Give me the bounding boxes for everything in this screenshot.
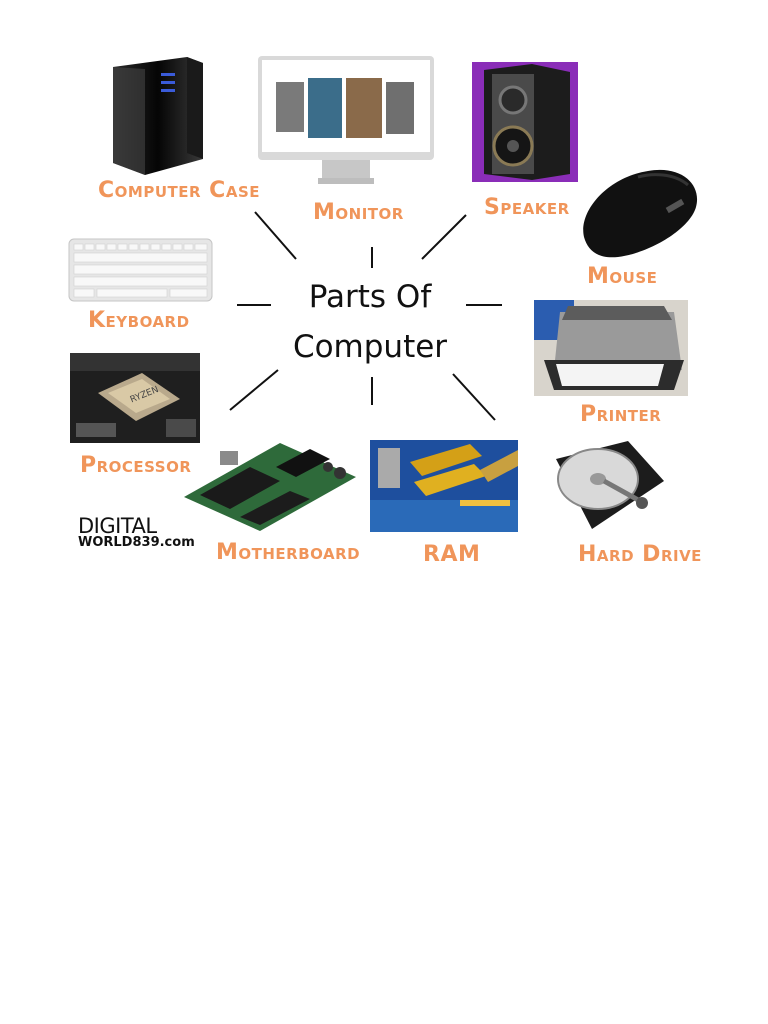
printer-image [534,300,688,396]
title-line-1: Parts Of [308,279,432,315]
motherboard-image [184,443,356,531]
diagram-title: Parts Of Computer [270,272,470,372]
connector-speaker [421,214,467,260]
label-motherboard: Motherboard [216,540,361,565]
label-computer-case: Computer Case [98,178,260,203]
hard-drive-image [556,441,664,529]
label-speaker: Speaker [484,195,570,220]
watermark-logo: DIGITAL WORLD839.com [78,516,195,550]
processor-image: RYZEN [70,353,200,443]
watermark-line-1: DIGITAL [78,514,157,538]
label-monitor: Monitor [313,200,404,225]
mouse-image [583,169,698,258]
title-line-2: Computer [292,329,448,365]
label-hard-drive: Hard Drive [578,542,702,567]
connector-hard-drive [452,373,496,421]
watermark-line-2: WORLD839.com [78,535,195,550]
label-ram: RAM [423,542,481,567]
keyboard-image [68,238,213,302]
label-keyboard: Keyboard [88,308,190,333]
label-mouse: Mouse [587,264,658,289]
connector-processor [229,369,279,411]
computer-case-image [113,57,203,175]
label-processor: Processor [80,453,192,478]
connector-computer-case [254,211,297,260]
speaker-image [472,62,578,182]
label-printer: Printer [580,402,662,427]
ram-image [370,440,518,532]
monitor-image [258,56,434,184]
